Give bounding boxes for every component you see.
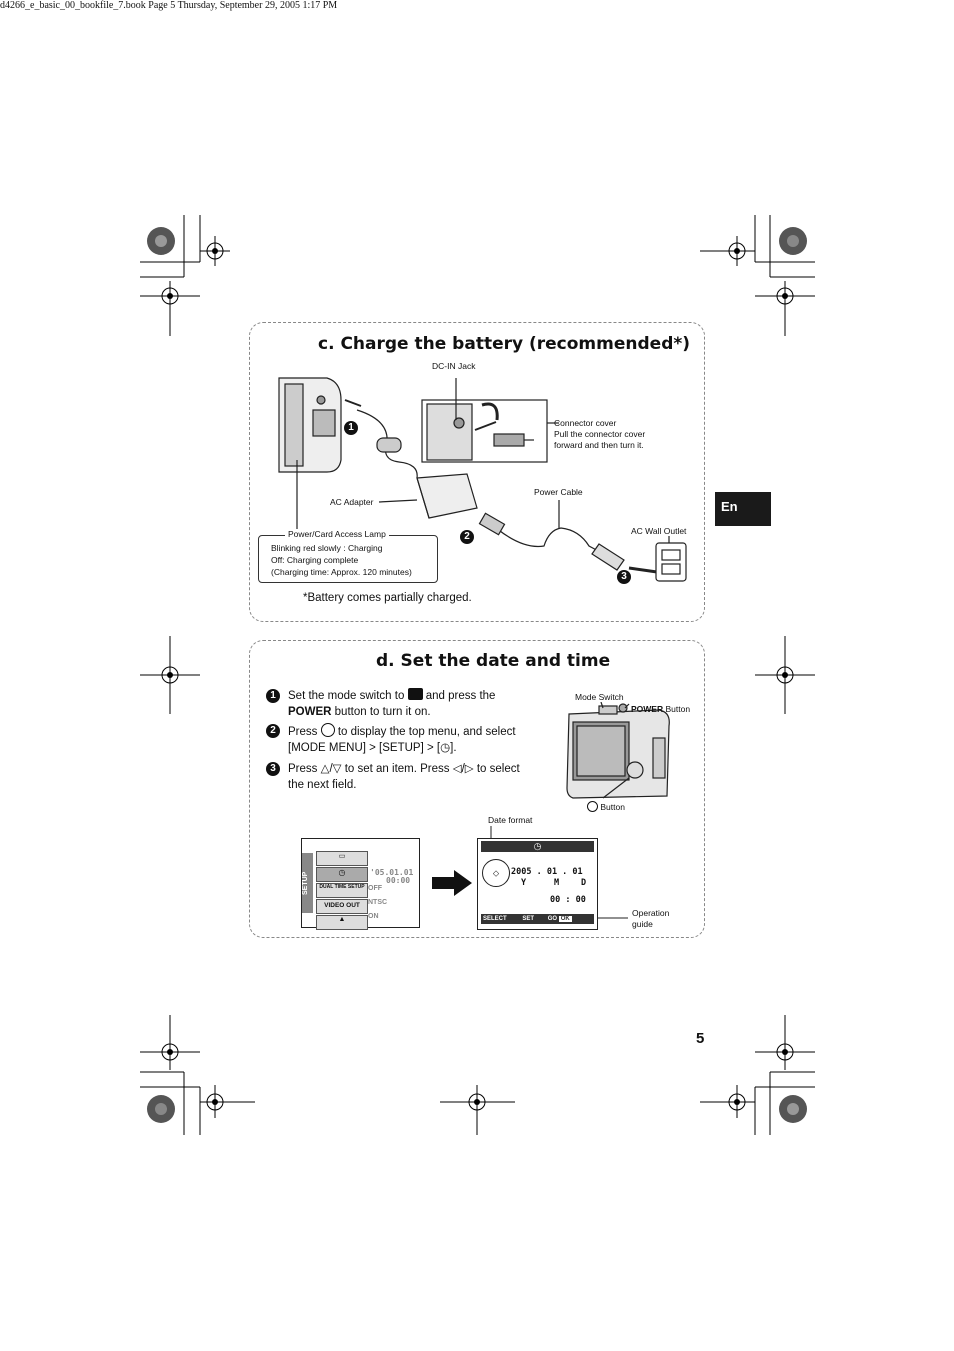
step-3-badge: 3 — [266, 762, 280, 776]
operation-guide-bar: SELECT SET GO OK — [481, 914, 594, 924]
clock-icon: ◷ — [440, 742, 451, 754]
set-date-panel — [249, 640, 705, 938]
step-3-b: to set an item. Press — [344, 763, 450, 775]
ok-button-icon — [587, 801, 598, 812]
connector-cover-label: Connector cover — [554, 418, 617, 428]
step-1-a: Set the mode switch to — [288, 690, 405, 702]
menu-item-4: ▲ — [316, 915, 368, 930]
step-1-badge-c: 1 — [344, 421, 358, 435]
menu-value-on: ON — [368, 913, 379, 920]
menu-value-time: 00:00 — [386, 876, 411, 885]
time-value: 00 : 00 — [550, 895, 586, 905]
power-cable-label: Power Cable — [534, 487, 583, 497]
menu-item-0: ▭ — [316, 851, 368, 866]
date-y-label: Y — [521, 878, 527, 888]
battery-footnote: *Battery comes partially charged. — [303, 592, 472, 604]
date-format-label: Date format — [488, 815, 533, 825]
power-button-word: Button — [665, 704, 691, 714]
camera-front-illustration — [566, 702, 670, 799]
ac-adapter-label: AC Adapter — [330, 497, 374, 507]
date-time-screen: ◷ ⬦ 2005 . 01 . 01 Y M D 00 : 00 SELECT … — [477, 838, 598, 930]
dc-in-jack-label: DC-IN Jack — [432, 361, 476, 371]
lamp-info-box: Power/Card Access Lamp Blinking red slow… — [258, 529, 438, 583]
connector-cover-note-1: Pull the connector cover — [554, 429, 646, 439]
setup-menu-screen: SETUP ▭ ◷ DUAL TIME SETUP VIDEO OUT ▲ '0… — [301, 838, 420, 930]
step-2-c: [MODE MENU] > [SETUP] > [ — [288, 742, 441, 754]
menu-item-video-out: VIDEO OUT — [316, 899, 368, 914]
menu-value-ntsc: NTSC — [368, 899, 388, 906]
step-2-badge-c: 2 — [460, 530, 474, 544]
operation-guide-label-2: guide — [632, 919, 653, 929]
operation-guide-leader — [598, 917, 628, 919]
lamp-line-2: Off: Charging complete — [271, 555, 359, 565]
lamp-line-1: Blinking red slowly : Charging — [271, 543, 383, 553]
menu-value-date: '05.01.01 — [370, 868, 414, 877]
power-label-bold: POWER — [631, 704, 664, 714]
menu-value-off: OFF — [368, 885, 382, 892]
page-number: 5 — [696, 1030, 705, 1047]
step-3-text: Press △/▽ to set an item. Press ◁/▷ to s… — [288, 761, 556, 793]
right-arrow-icon — [432, 870, 472, 896]
step-3-a: Press — [288, 763, 318, 775]
section-c-title: c. Charge the battery (recommended*) — [318, 334, 691, 354]
step-3-c: to select — [476, 763, 520, 775]
charging-illustration — [278, 377, 687, 582]
mode-switch-label: Mode Switch — [575, 692, 624, 702]
section-d-title: d. Set the date and time — [376, 651, 611, 671]
step-2-b: to display the top menu, and select — [337, 726, 516, 738]
ok-button-word: Button — [600, 802, 625, 812]
guide-set: SET — [522, 916, 535, 922]
step-2-badge: 2 — [266, 724, 280, 738]
date-screen-titlebar: ◷ — [481, 841, 594, 852]
menu-item-dual-time: DUAL TIME SETUP — [316, 883, 368, 898]
setup-menu-tab: SETUP — [302, 853, 313, 913]
ac-wall-outlet-label: AC Wall Outlet — [631, 526, 687, 536]
power-keyword: POWER — [288, 706, 332, 718]
date-d-label: D — [581, 878, 587, 888]
file-header: d4266_e_basic_00_bookfile_7.book Page 5 … — [0, 0, 338, 11]
lamp-title: Power/Card Access Lamp — [285, 529, 389, 539]
charge-battery-panel — [249, 322, 705, 622]
step-1-d: button to turn it on. — [334, 706, 431, 718]
language-tab: En — [715, 492, 771, 526]
step-1-badge: 1 — [266, 689, 280, 703]
step-2-a: Press — [288, 726, 318, 738]
up-down-arrows-icon: △/▽ — [320, 763, 342, 775]
power-button-label: POWER Button — [631, 704, 690, 715]
left-right-arrows-icon: ◁/▷ — [452, 763, 474, 775]
connector-cover-note-2: forward and then turn it. — [554, 440, 644, 450]
date-value: 2005 . 01 . 01 — [511, 867, 583, 877]
date-m-label: M — [554, 878, 560, 888]
step-1-text: Set the mode switch to and press the POW… — [288, 688, 548, 720]
step-3-badge-c: 3 — [617, 570, 631, 584]
step-1-b: and press the — [425, 690, 496, 702]
ok-button-label: Button — [587, 801, 625, 813]
date-format-circle: ⬦ — [482, 859, 510, 887]
step-2-d: ]. — [450, 742, 457, 754]
guide-ok: OK — [558, 916, 572, 922]
step-2-text: Press to display the top menu, and selec… — [288, 723, 548, 756]
lamp-line-3: (Charging time: Approx. 120 minutes) — [271, 567, 412, 577]
ok-menu-icon — [320, 723, 335, 737]
camera-mode-icon — [407, 688, 423, 700]
step-3-d: the next field. — [288, 779, 357, 791]
menu-item-clock: ◷ — [316, 867, 368, 882]
menu-list: ▭ ◷ DUAL TIME SETUP VIDEO OUT ▲ — [316, 851, 368, 930]
setup-tab-label: SETUP — [302, 871, 309, 895]
guide-go: GO — [547, 916, 558, 922]
guide-select: SELECT — [483, 916, 507, 922]
operation-guide-label-1: Operation — [632, 908, 670, 918]
